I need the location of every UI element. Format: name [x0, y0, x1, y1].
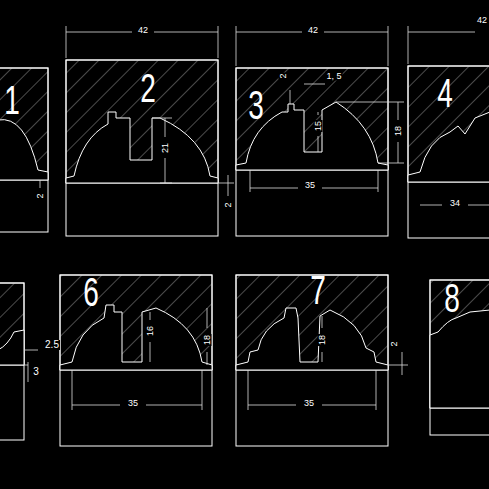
dimension: 15	[314, 120, 323, 132]
dimension: 42	[307, 26, 319, 35]
dimension: 35	[304, 181, 316, 190]
part-number: 4	[437, 73, 453, 113]
dimension: 2	[224, 201, 233, 208]
dimension: 34	[449, 199, 461, 208]
dimension: 2	[390, 340, 399, 347]
dimension: 18	[318, 334, 327, 346]
part-number: 7	[310, 270, 326, 310]
dimension: 16	[146, 325, 155, 337]
dimension: 1, 5	[325, 72, 342, 81]
dimension: 18	[203, 334, 212, 346]
dimension: 42	[476, 16, 488, 25]
part-number: 6	[83, 272, 99, 312]
dimension: 21	[161, 142, 170, 154]
part-number: 3	[248, 85, 264, 125]
dimension: 2	[279, 72, 288, 79]
dimension: 35	[127, 399, 139, 408]
dimension: 2	[36, 192, 45, 199]
dimension: 42	[137, 26, 149, 35]
dimension: 2.5	[44, 340, 60, 350]
dimension: 18	[394, 125, 403, 137]
dimension: 35	[303, 399, 315, 408]
part-number: 1	[4, 80, 20, 120]
part-number: 2	[140, 68, 156, 108]
part-number: 8	[444, 278, 460, 318]
dimension: 3	[32, 367, 40, 377]
